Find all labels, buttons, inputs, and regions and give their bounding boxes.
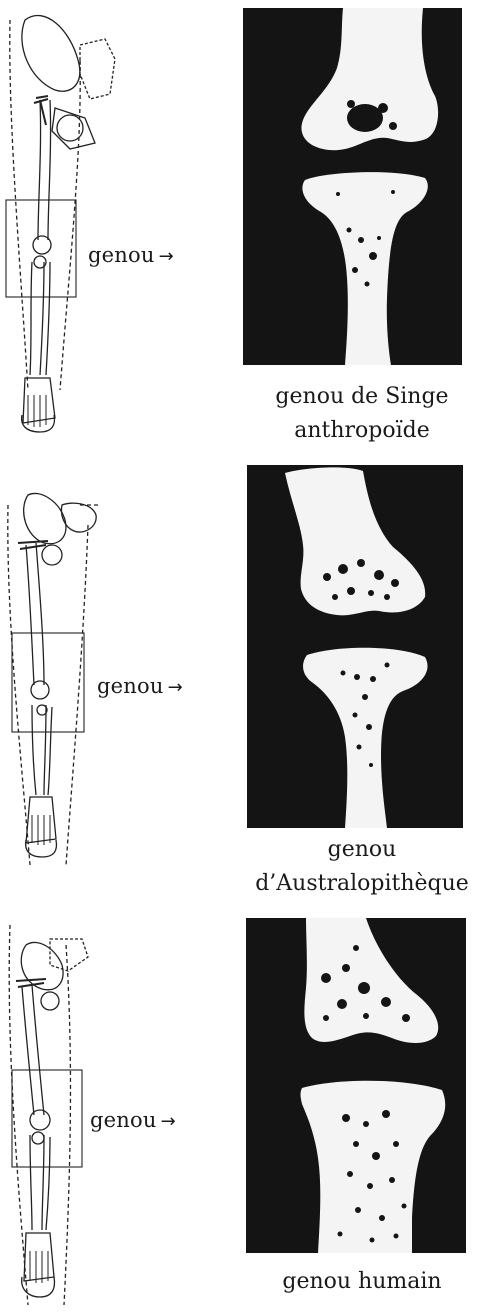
caption-line-1: genou de Singe <box>230 380 494 414</box>
caption-human: genou humain <box>230 1265 494 1299</box>
arrow-right-icon: → <box>168 677 183 698</box>
panel-australopithecus: genou→ genou d’Australopithèque <box>0 465 494 905</box>
caption-ape: genou de Singe anthropoïde <box>230 380 494 448</box>
arrow-right-icon: → <box>161 1111 176 1132</box>
australopithecus-knee-xray <box>247 465 463 828</box>
arrow-right-icon: → <box>159 246 174 267</box>
panel-ape: genou→ genou de Singe anthropoïde <box>0 0 494 460</box>
caption-line-2: d’Australopithèque <box>230 867 494 901</box>
genou-label-text: genou <box>88 243 155 267</box>
caption-line-1: genou humain <box>230 1265 494 1299</box>
human-knee-xray <box>246 918 466 1253</box>
panel-human: genou→ genou humain <box>0 915 494 1313</box>
genou-arrow-label: genou→ <box>97 674 183 698</box>
caption-line-2: anthropoïde <box>230 414 494 448</box>
genou-arrow-label: genou→ <box>90 1108 176 1132</box>
ape-knee-xray <box>243 8 462 365</box>
caption-line-1: genou <box>230 833 494 867</box>
genou-label-text: genou <box>90 1108 157 1132</box>
ape-skeleton-sketch <box>0 0 210 440</box>
genou-arrow-label: genou→ <box>88 243 174 267</box>
caption-australopithecus: genou d’Australopithèque <box>230 833 494 901</box>
genou-label-text: genou <box>97 674 164 698</box>
